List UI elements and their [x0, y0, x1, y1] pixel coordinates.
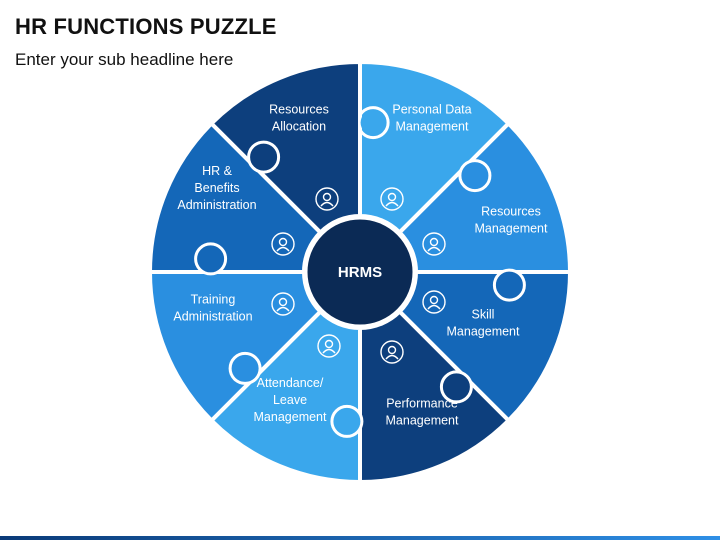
- puzzle-segment: [208, 308, 362, 485]
- puzzle-knob-fill: [198, 246, 224, 272]
- speedometer-gear-icon: [380, 340, 404, 364]
- puzzle-knob-fill: [232, 355, 258, 381]
- document-person-icon: [422, 290, 446, 314]
- puzzle-segment: [396, 120, 573, 274]
- hrms-hub: [304, 216, 416, 328]
- page-subtitle: Enter your sub headline here: [15, 50, 234, 69]
- puzzle-segment: [208, 59, 362, 236]
- puzzle-segment: [358, 308, 512, 485]
- segment-label-line: Management: [475, 222, 548, 236]
- puzzle-knob-fill: [496, 272, 522, 298]
- puzzle-segment: [147, 270, 324, 424]
- puzzle-knob-fill: [251, 144, 277, 170]
- clipboard-person-icon: [317, 334, 341, 358]
- segment-label-line: Management: [447, 325, 520, 339]
- segment-label-line: Skill: [472, 308, 495, 322]
- puzzle-knob-fill: [360, 110, 386, 136]
- segment-label-line: Management: [254, 410, 327, 424]
- segment-label-line: Performance: [386, 397, 458, 411]
- segment-label-line: Administration: [173, 310, 252, 324]
- puzzle-knob-fill: [462, 163, 488, 189]
- segment-label-line: Benefits: [194, 181, 239, 195]
- puzzle-knob-fill: [443, 374, 469, 400]
- puzzle-knob-fill: [334, 408, 360, 434]
- segment-label-line: Leave: [273, 393, 307, 407]
- segment-label-line: Resources: [269, 103, 329, 117]
- gear-person-icon: [380, 187, 404, 211]
- segment-label-line: Allocation: [272, 120, 326, 134]
- segment-label-line: Administration: [177, 198, 256, 212]
- page-title: HR FUNCTIONS PUZZLE: [15, 14, 277, 39]
- segment-label-line: Attendance/: [257, 376, 324, 390]
- segment-label-line: Management: [386, 414, 459, 428]
- segment-label-line: Management: [396, 120, 469, 134]
- segment-label-line: Personal Data: [392, 103, 471, 117]
- hub-label: HRMS: [338, 264, 382, 281]
- gear-search-icon: [422, 232, 446, 256]
- segment-label-line: Resources: [481, 205, 541, 219]
- training-board-icon: [271, 292, 295, 316]
- bottom-accent-bar: [0, 536, 720, 540]
- segment-label-line: HR &: [202, 164, 233, 178]
- segment-label-line: Training: [191, 293, 236, 307]
- people-money-icon: [315, 187, 339, 211]
- hands-chart-icon: [271, 232, 295, 256]
